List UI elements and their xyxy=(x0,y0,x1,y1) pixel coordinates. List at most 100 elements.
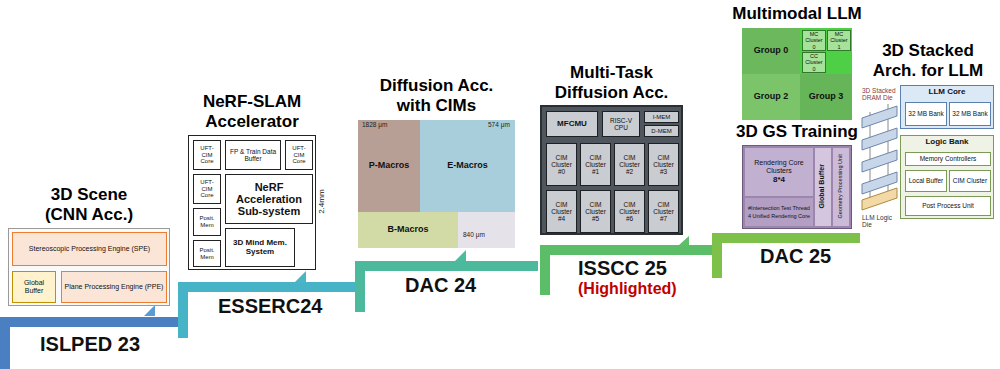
panel-title: Diffusion Acc. with CIMs xyxy=(362,76,512,116)
group-heading: LLM Core xyxy=(901,88,993,97)
cluster-block: CIM Cluster #7 xyxy=(648,190,679,233)
block-label: 8*4 xyxy=(773,176,785,185)
group-heading: Logic Bank xyxy=(901,138,993,147)
block-label: CIM Cluster #0 xyxy=(548,154,575,175)
block-label: CIM Cluster #2 xyxy=(616,154,643,175)
block-label: I-MEM xyxy=(653,114,671,121)
cluster-block: CC Cluster 0 xyxy=(802,52,826,73)
core-block: UFT-CIM Core xyxy=(193,174,221,204)
block-label: CIM Cluster #5 xyxy=(582,201,609,222)
block-label: FP & Train Data Buffer xyxy=(227,148,279,162)
memory-block: 3D Mind Mem. System xyxy=(225,228,295,267)
timeline-step xyxy=(5,322,178,369)
figure-panel: 3D GS TrainingRendering Core Clusters8*4… xyxy=(742,145,852,229)
core-cluster: Rendering Core Clusters 8*4 xyxy=(745,148,813,196)
bank-block: 32 MB Bank xyxy=(949,102,991,126)
chip-block: MFCMU xyxy=(546,111,598,137)
step-marker xyxy=(295,271,306,282)
engine-block: Plane Processing Engine (PPE) xyxy=(61,271,167,303)
cluster-block: CIM Cluster #5 xyxy=(580,190,611,233)
block-label: B-Macros xyxy=(387,225,428,235)
cluster-block: CIM Cluster #3 xyxy=(648,143,679,186)
logic-group: Logic BankMemory ControllersLocal Buffer… xyxy=(900,135,994,219)
core-block: UFT-CIM Core xyxy=(193,140,221,170)
block-label: 32 MB Bank xyxy=(908,110,943,117)
block-label: CIM Cluster #7 xyxy=(650,201,677,222)
block-label: CIM Cluster xyxy=(953,177,987,184)
chip-block: Memory Controllers xyxy=(905,152,991,166)
memory-block: Posit. Mem xyxy=(193,208,221,236)
block-label: #Intersection Test Thread xyxy=(748,205,810,211)
block-label: Local Buffer xyxy=(909,177,944,184)
core-note: #Intersection Test Thread4 Unified Rende… xyxy=(745,198,813,226)
step-marker xyxy=(455,250,466,261)
die-label: 3D Stacked DRAM Die xyxy=(862,87,898,102)
block-label: E-Macros xyxy=(447,161,488,171)
dimension-label: 1828 μm xyxy=(362,121,387,128)
panel-title: NeRF-SLAM Accelerator xyxy=(187,92,317,132)
memory-block: D-MEM xyxy=(644,125,679,137)
dimension-label: 2.4mm xyxy=(317,187,326,217)
timeline-step xyxy=(183,287,355,338)
block-label: CIM Cluster #1 xyxy=(582,154,609,175)
cluster-block: CIM Cluster #6 xyxy=(614,190,645,233)
figure-panel: Multi-Task Diffusion Acc.MFCMURISC-V CPU… xyxy=(540,105,683,235)
chip-block: RISC-V CPU xyxy=(602,111,640,137)
cluster-block: CIM Cluster #2 xyxy=(614,143,645,186)
figure-panel: 3D Scene (CNN Acc.)Stereoscopic Processi… xyxy=(8,228,170,306)
buffer-block: Global Buffer xyxy=(12,271,56,303)
panel-title: 3D Scene (CNN Acc.) xyxy=(34,185,144,225)
block-label: MFCMU xyxy=(557,120,587,129)
block-label: Post Process Unit xyxy=(922,202,974,209)
block-label: Geometry Processing Unit xyxy=(837,149,844,223)
venue-label: DAC 25 xyxy=(760,245,831,268)
block-label: MC Cluster 0 xyxy=(804,31,824,49)
block-label: UFT-CIM Core xyxy=(195,145,219,165)
panel-title: 3D GS Training xyxy=(722,122,872,142)
step-marker xyxy=(144,305,155,316)
cluster-block: CIM Cluster #4 xyxy=(546,190,577,233)
block-label: CIM Cluster #6 xyxy=(616,201,643,222)
panel-title: 3D Stacked Arch. for LLM xyxy=(863,41,993,81)
block-label: Group 3 xyxy=(809,92,844,102)
cluster-block: MC Cluster 0 xyxy=(802,30,826,51)
core-group: LLM Core 32 MB Bank 32 MB Bank xyxy=(900,85,994,129)
venue-label: ISSCC 25 xyxy=(578,257,667,280)
block-label: UFT-CIM Core xyxy=(287,145,311,165)
buffer-block: FP & Train Data Buffer xyxy=(225,140,281,170)
block-label: P-Macros xyxy=(369,161,410,171)
dram-stack xyxy=(862,104,897,210)
block-label: CIM Cluster #3 xyxy=(650,154,677,175)
block-label: Group 2 xyxy=(754,92,789,102)
block-label: D-MEM xyxy=(651,128,671,135)
die-label: LLM Logic Die xyxy=(862,214,898,229)
block-label: Global Buffer xyxy=(818,149,826,223)
group-region: Group 3 xyxy=(800,74,852,120)
dimension-label: 840 μm xyxy=(463,231,485,238)
block-label: Memory Controllers xyxy=(920,155,977,162)
engine-block: Stereoscopic Processing Engine (SPE) xyxy=(12,232,167,266)
block-label: CIM Cluster #4 xyxy=(548,201,575,222)
block-label: RISC-V CPU xyxy=(604,117,638,131)
highlight-note: (Highlighted) xyxy=(578,280,677,298)
block-label: Group 0 xyxy=(754,46,789,56)
panel-title: Multi-Task Diffusion Acc. xyxy=(537,63,687,103)
block-label: MC Cluster 1 xyxy=(829,31,849,49)
dimension-label: 574 μm xyxy=(488,121,510,128)
block-label: Posit. Mem xyxy=(195,215,219,228)
group-region: Group 0 xyxy=(742,28,800,74)
core-block: UFT-CIM Core xyxy=(285,140,313,170)
block-label: NeRF Acceleration Sub-system xyxy=(227,181,311,217)
block-label: 32 MB Bank xyxy=(952,110,987,117)
macro-region: P-Macros xyxy=(358,120,420,212)
cluster-block: CIM Cluster #0 xyxy=(546,143,577,186)
panel-title: Multimodal LLM xyxy=(712,4,882,24)
block-label: Posit. Mem xyxy=(195,247,219,260)
figure-panel: Multimodal LLMGroup 0MC Cluster 0MC Clus… xyxy=(742,28,852,120)
step-marker xyxy=(679,236,689,245)
venue-label: DAC 24 xyxy=(405,274,476,297)
chip-block: Local Buffer xyxy=(905,170,947,192)
venue-label: ESSERC24 xyxy=(218,295,323,318)
figure-panel: 3D Stacked Arch. for LLMLLM Core32 MB Ba… xyxy=(860,85,996,235)
block-label: Rendering Core Clusters xyxy=(746,159,812,174)
